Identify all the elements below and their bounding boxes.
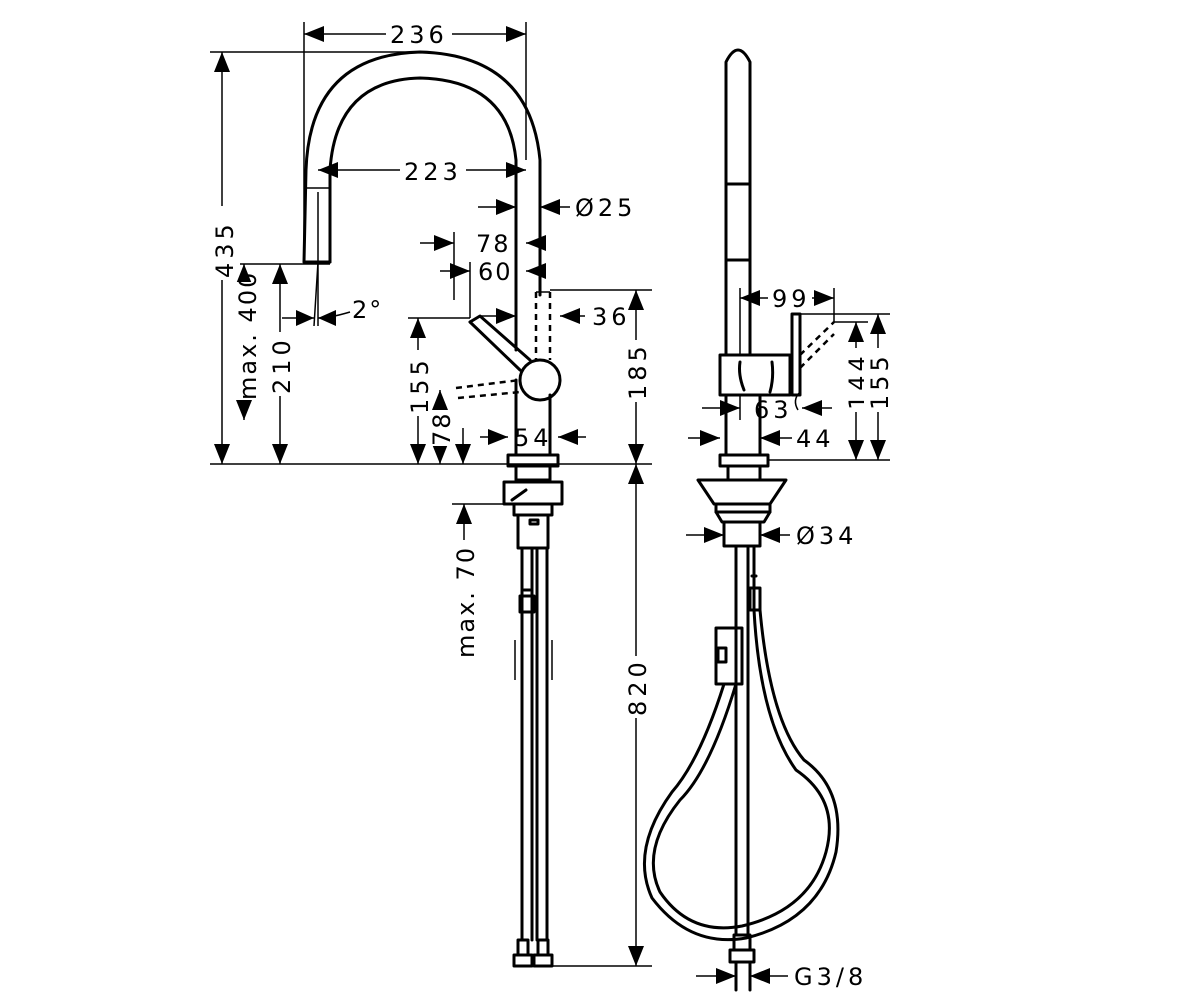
dim-210: 210 bbox=[268, 336, 296, 394]
side-dimensions: 99 63 44 144 155 Ø34 bbox=[686, 285, 894, 991]
dim-78: 78 bbox=[476, 230, 511, 258]
dim-236: 236 bbox=[390, 21, 448, 49]
dim-angle-2: 2° bbox=[352, 296, 383, 324]
dim-185: 185 bbox=[624, 342, 652, 400]
dim-99: 99 bbox=[772, 285, 811, 313]
dim-60: 60 bbox=[478, 258, 513, 286]
side-view bbox=[642, 48, 840, 992]
dim-44: 44 bbox=[796, 425, 835, 453]
dim-max-70: max. 70 bbox=[452, 546, 480, 658]
dim-155: 155 bbox=[406, 356, 434, 414]
dim-155-side: 155 bbox=[866, 352, 894, 410]
dim-36: 36 bbox=[592, 303, 631, 331]
dim-diameter-34: Ø34 bbox=[796, 522, 857, 550]
dim-54: 54 bbox=[514, 424, 553, 452]
dim-820: 820 bbox=[624, 658, 652, 716]
dim-435: 435 bbox=[211, 220, 239, 278]
dim-63: 63 bbox=[754, 396, 793, 424]
dim-diameter-25: Ø25 bbox=[575, 194, 636, 222]
dim-max-400: max. 400 bbox=[234, 271, 262, 400]
dim-78-vertical: 78 bbox=[428, 411, 456, 446]
dim-223: 223 bbox=[404, 158, 462, 186]
front-dimensions: 236 223 Ø25 78 60 36 bbox=[208, 20, 652, 967]
front-view bbox=[302, 50, 564, 968]
dim-thread-g38: G3/8 bbox=[794, 963, 867, 991]
